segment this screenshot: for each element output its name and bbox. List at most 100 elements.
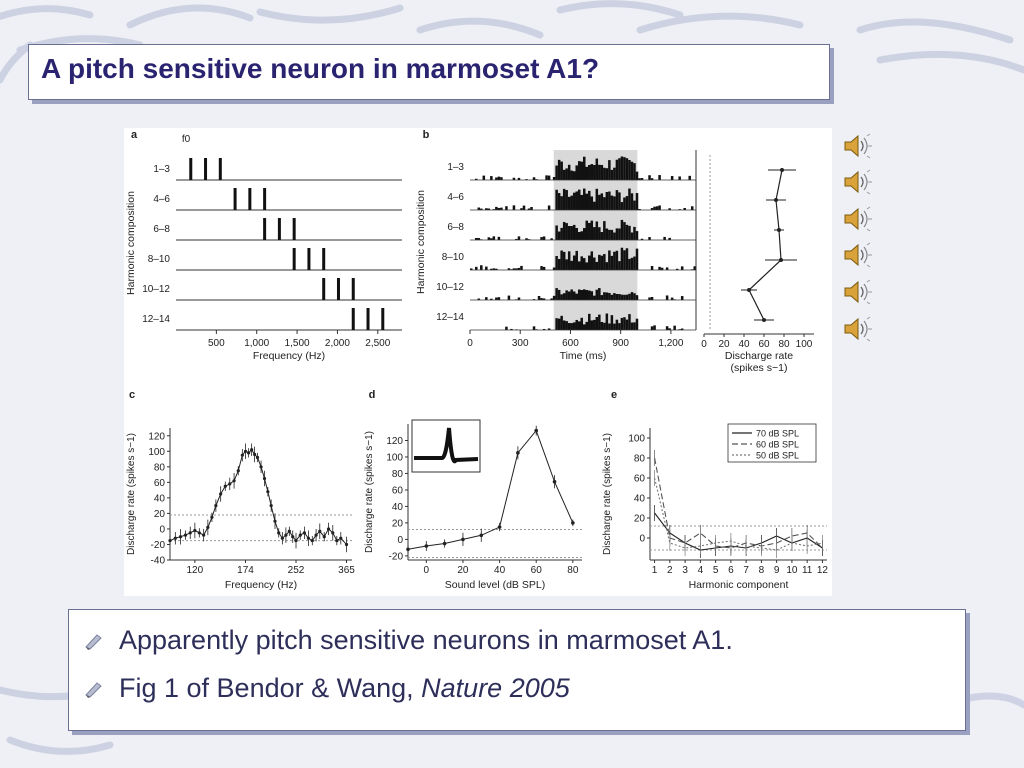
y-tick-label: 20 bbox=[634, 514, 646, 525]
harmonic-bar bbox=[366, 308, 370, 330]
x-tick-label: 120 bbox=[187, 565, 204, 576]
data-point bbox=[243, 449, 248, 453]
histogram-bar bbox=[575, 250, 578, 270]
histogram-bar bbox=[570, 170, 573, 180]
histogram-bar bbox=[542, 298, 546, 300]
x-tick-label: 11 bbox=[802, 565, 813, 576]
histogram-bar bbox=[572, 322, 576, 330]
histogram-bar bbox=[575, 293, 578, 300]
histogram-bar bbox=[583, 289, 586, 300]
x-tick-label: 300 bbox=[512, 338, 529, 349]
bullet-item: Fig 1 of Bendor & Wang, Nature 2005 bbox=[83, 668, 570, 708]
data-point bbox=[202, 533, 206, 537]
x-axis-label: Frequency (Hz) bbox=[225, 579, 297, 591]
row-label: 1–3 bbox=[447, 162, 464, 173]
data-point bbox=[479, 533, 484, 538]
histogram-bar bbox=[580, 256, 583, 270]
data-point bbox=[318, 529, 322, 533]
histogram-bar bbox=[580, 317, 583, 330]
histogram-bar bbox=[605, 262, 609, 270]
harmonic-bar bbox=[263, 218, 267, 240]
histogram-bar bbox=[635, 248, 639, 270]
histogram-bar bbox=[610, 169, 614, 180]
histogram-bar bbox=[665, 326, 669, 330]
histogram-bar bbox=[577, 161, 581, 180]
histogram-bar bbox=[550, 298, 553, 300]
x-tick-label: 40 bbox=[494, 565, 506, 576]
speaker-icon[interactable] bbox=[842, 167, 872, 197]
histogram-bar bbox=[567, 323, 571, 330]
data-point bbox=[277, 531, 281, 535]
histogram-bar bbox=[623, 250, 626, 270]
x-axis-label: Harmonic component bbox=[689, 579, 789, 591]
speaker-icon[interactable] bbox=[842, 204, 872, 234]
y-axis-label: Harmonic composition bbox=[415, 190, 427, 294]
histogram-bar bbox=[555, 189, 558, 210]
histogram-bar bbox=[620, 219, 624, 240]
y-tick-label: -20 bbox=[151, 540, 166, 551]
data-point bbox=[326, 527, 331, 531]
x-tick-label: 500 bbox=[208, 338, 225, 349]
harmonic-bar bbox=[292, 218, 296, 240]
panel-label: c bbox=[129, 389, 135, 401]
data-point bbox=[571, 521, 575, 525]
histogram-bar bbox=[588, 190, 591, 210]
histogram-bar bbox=[648, 175, 651, 180]
y-tick-label: 60 bbox=[154, 478, 166, 489]
speaker-icon[interactable] bbox=[842, 277, 872, 307]
histogram-bar bbox=[625, 158, 629, 180]
histogram-bar bbox=[557, 193, 561, 210]
histogram-bar bbox=[583, 258, 586, 270]
histogram-bar bbox=[633, 200, 636, 210]
histogram-bar bbox=[560, 294, 563, 300]
y-axis-label: Discharge rate (spikes s−1) bbox=[364, 431, 375, 553]
data-point bbox=[183, 533, 188, 537]
histogram-bar bbox=[470, 268, 473, 270]
y-tick-label: 60 bbox=[392, 485, 404, 496]
histogram-bar bbox=[618, 158, 621, 180]
speaker-icon[interactable] bbox=[842, 314, 872, 344]
histogram-bar bbox=[500, 177, 503, 180]
y-axis-label: Harmonic composition bbox=[125, 191, 137, 295]
data-point bbox=[306, 536, 311, 540]
histogram-bar bbox=[610, 294, 614, 300]
histogram-bar bbox=[565, 290, 568, 300]
histogram-bar bbox=[567, 164, 571, 180]
row-label: 6–8 bbox=[153, 224, 170, 235]
histogram-bar bbox=[618, 261, 621, 270]
speaker-icon[interactable] bbox=[842, 240, 872, 270]
histogram-bar bbox=[648, 237, 651, 240]
data-point bbox=[779, 258, 783, 262]
histogram-bar bbox=[570, 323, 573, 330]
histogram-bar bbox=[598, 314, 601, 330]
f0-label: f0 bbox=[182, 134, 191, 145]
histogram-bar bbox=[540, 266, 543, 270]
histogram-bar bbox=[560, 196, 563, 210]
histogram-bar bbox=[562, 251, 566, 270]
harmonic-bar bbox=[307, 248, 311, 270]
histogram-bar bbox=[608, 229, 611, 240]
harmonic-bar bbox=[351, 308, 355, 330]
histogram-bar bbox=[525, 179, 528, 180]
histogram-bar bbox=[688, 175, 691, 180]
histogram-bar bbox=[605, 168, 609, 180]
histogram-bar bbox=[640, 178, 644, 180]
harmonic-bar bbox=[233, 188, 237, 210]
x-axis-label: Frequency (Hz) bbox=[253, 350, 325, 362]
histogram-bar bbox=[600, 164, 604, 180]
speaker-icon[interactable] bbox=[842, 131, 872, 161]
histogram-bar bbox=[663, 236, 666, 240]
histogram-bar bbox=[668, 208, 671, 210]
legend-entry: 70 dB SPL bbox=[756, 429, 799, 439]
data-point bbox=[291, 535, 295, 539]
histogram-bar bbox=[555, 165, 558, 180]
histogram-bar bbox=[615, 159, 619, 180]
histogram-bar bbox=[655, 206, 659, 210]
histogram-bar bbox=[678, 176, 681, 180]
histogram-bar bbox=[608, 323, 611, 330]
data-point bbox=[314, 533, 318, 537]
histogram-bar bbox=[590, 251, 594, 270]
x-tick-label: 2 bbox=[667, 565, 673, 576]
histogram-bar bbox=[482, 175, 486, 180]
data-point bbox=[168, 538, 172, 543]
